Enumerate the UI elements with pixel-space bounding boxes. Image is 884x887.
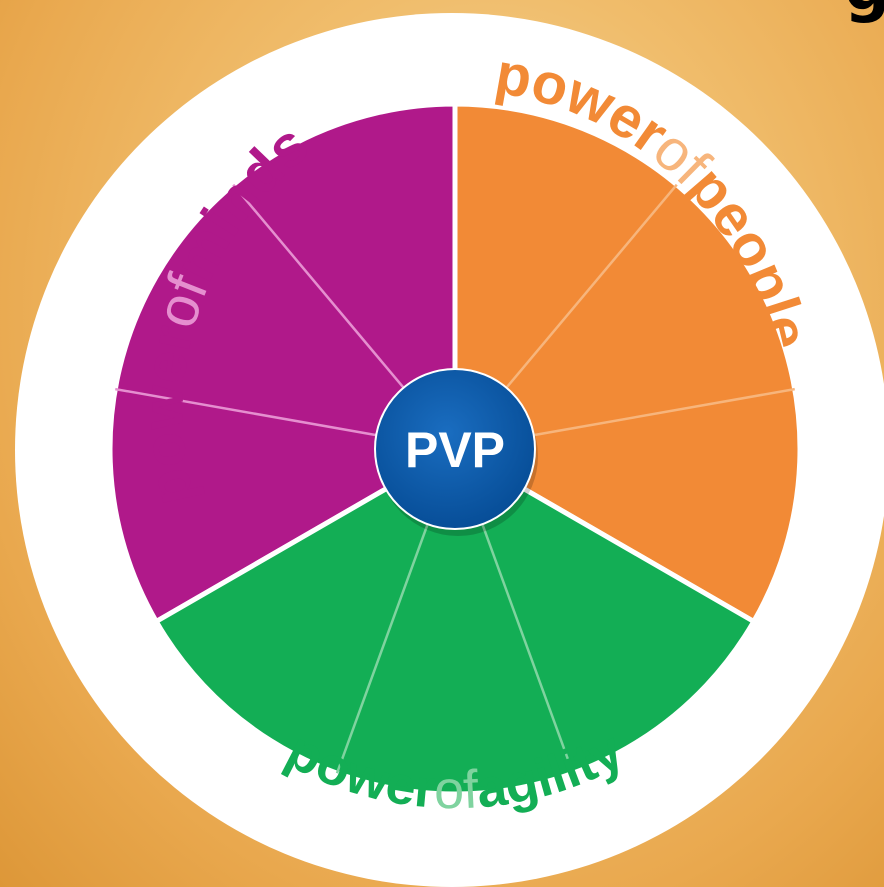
center-hub-label: PVP [405, 422, 505, 478]
segment-agility-subdivider [335, 523, 429, 774]
segment-agility-subdivider [481, 523, 575, 774]
segment-minds-subdivider [232, 183, 405, 389]
segment-minds-subdivider [115, 387, 377, 437]
label-agility-of: of [434, 759, 481, 820]
segment-agility [152, 446, 758, 797]
segment-minds [107, 101, 458, 625]
center-hub [374, 368, 536, 530]
segment-people [452, 101, 803, 625]
corner-partial-letter: g [844, 0, 884, 20]
segment-people-subdivider [505, 183, 678, 389]
segment-people-subdivider [533, 387, 795, 437]
label-minds-prefix: power [130, 320, 206, 511]
